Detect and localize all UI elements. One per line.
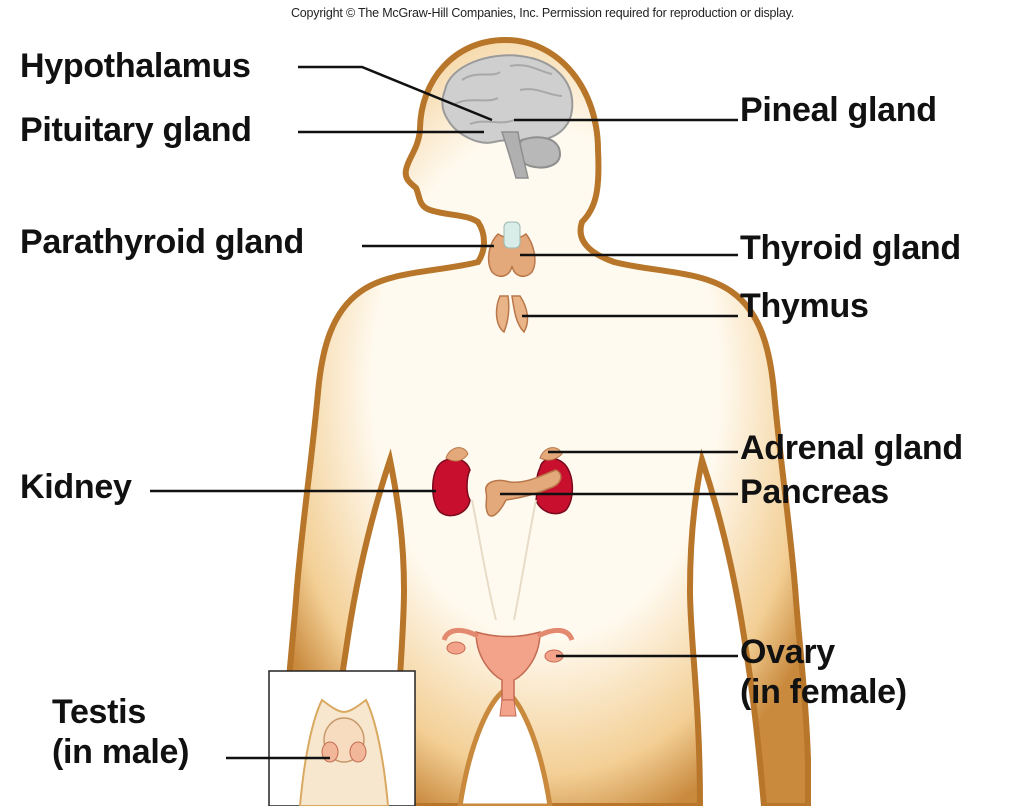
label-testis-line1: Testis — [52, 692, 189, 732]
kidney-left — [433, 459, 470, 516]
label-pancreas: Pancreas — [740, 472, 889, 512]
label-thymus: Thymus — [740, 286, 869, 326]
label-ovary-line1: Ovary — [740, 632, 907, 672]
label-hypothalamus: Hypothalamus — [20, 46, 251, 86]
label-pituitary-gland: Pituitary gland — [20, 110, 252, 150]
trachea — [504, 222, 520, 248]
label-testis: Testis (in male) — [52, 692, 189, 772]
label-ovary-line2: (in female) — [740, 672, 907, 712]
label-testis-line2: (in male) — [52, 732, 189, 772]
vagina — [500, 700, 516, 716]
brain — [442, 55, 572, 142]
label-adrenal-gland: Adrenal gland — [740, 428, 963, 468]
testis-right — [350, 742, 366, 762]
label-pineal-gland: Pineal gland — [740, 90, 937, 130]
ovary-left — [447, 642, 465, 654]
label-ovary: Ovary (in female) — [740, 632, 907, 712]
label-kidney: Kidney — [20, 467, 132, 507]
label-parathyroid-gland: Parathyroid gland — [20, 222, 304, 262]
label-thyroid-gland: Thyroid gland — [740, 228, 961, 268]
